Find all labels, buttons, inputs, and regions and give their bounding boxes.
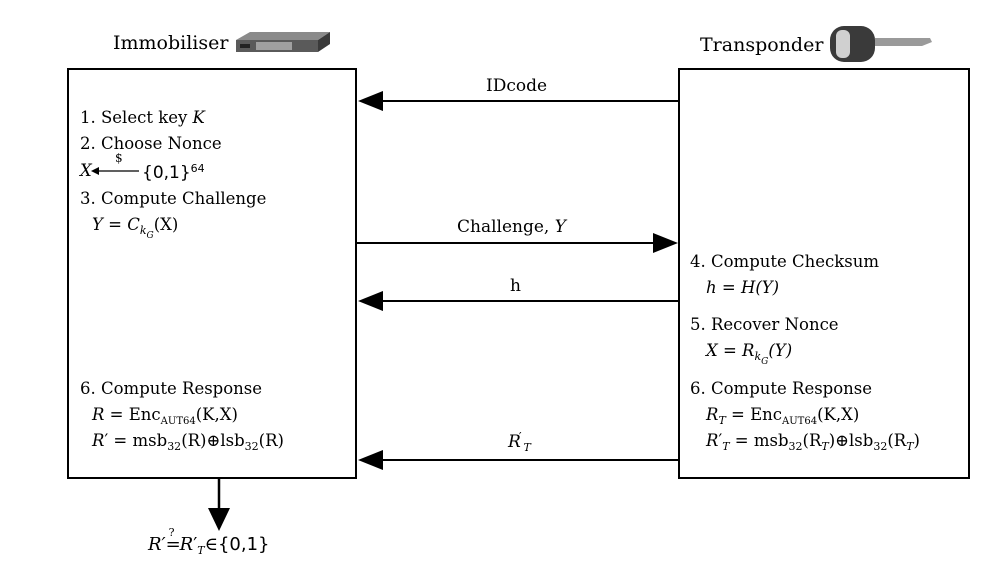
transponder-step-6: 6. Compute Response	[690, 378, 872, 400]
result-rhs-prime: ′	[193, 534, 198, 555]
nonce-var: X	[80, 161, 92, 180]
h-label: h	[510, 276, 521, 296]
resp2-op: = msb	[108, 431, 168, 450]
transponder-step-6-eq2: R′T = msb32(RT)⊕lsb32(RT)	[706, 431, 920, 453]
t-resp2-xor: )⊕lsb	[828, 431, 874, 450]
dollar-sign: $	[115, 151, 123, 165]
rt-prime: ′	[518, 430, 522, 444]
rt-arrow	[358, 450, 679, 470]
resp2-sub1: 32	[167, 440, 182, 453]
resp2-prime: ′	[104, 431, 109, 450]
transponder-step-5-eq: X = RkG(Y)	[706, 340, 793, 367]
challenge-label: Challenge, Y	[457, 217, 566, 237]
recover-arg: (Y)	[768, 341, 793, 360]
immobiliser-device-icon	[236, 32, 330, 52]
t-resp2-prime: ′	[718, 431, 723, 450]
resp-sub: AUT64	[160, 416, 196, 427]
resp-op: = Enc	[104, 405, 161, 424]
transponder-step-6-eq1: RT = EncAUT64(K,X)	[706, 404, 860, 427]
rt-var: R	[508, 432, 521, 452]
immobiliser-step-2: 2. Choose Nonce	[80, 133, 222, 155]
t-resp2-arg1: (R	[802, 431, 822, 450]
step-1-label: 1. Select key	[80, 108, 193, 127]
challenge-sub: k	[139, 224, 147, 237]
step-1-var: K	[192, 108, 205, 127]
immobiliser-step-6-eq1: R = EncAUT64(K,X)	[92, 404, 238, 427]
h-arrow	[358, 291, 679, 311]
immobiliser-step-1: 1. Select key K	[80, 107, 205, 129]
rt-sub: T	[523, 441, 531, 454]
t-resp2-sub1: 32	[788, 440, 803, 453]
resp-lhs: R	[92, 405, 105, 424]
result-equation: R′?=R′T∈{0,1}	[148, 526, 270, 557]
step-6-label: 6. Compute Response	[80, 379, 263, 398]
recover-sub: k	[754, 350, 762, 363]
challenge-text: Challenge,	[457, 217, 555, 237]
t-resp-op: = Enc	[725, 405, 783, 424]
t-resp-lhs: R	[706, 405, 719, 424]
result-eq: =	[165, 534, 181, 555]
sample-arrow	[91, 167, 139, 175]
resp2-arg1: (R)	[181, 431, 207, 450]
result-arrow	[208, 478, 230, 531]
transponder-step-4-eq: h = H(Y)	[706, 277, 779, 299]
t-resp2-lhs: R	[706, 431, 719, 450]
challenge-op: =	[102, 215, 128, 234]
t-resp-sub2: AUT64	[782, 416, 818, 427]
resp2-lsb: lsb	[220, 431, 245, 450]
result-lhs: R′	[148, 534, 166, 555]
t-resp-sub: T	[718, 414, 726, 427]
rt-label: R′T	[508, 430, 531, 454]
immobiliser-step-6-eq2: R′ = msb32(R)⊕lsb32(R)	[92, 430, 284, 452]
transponder-step-5: 5. Recover Nonce	[690, 314, 839, 336]
nonce-set: {0,1}64	[142, 162, 205, 184]
immobiliser-step-6: 6. Compute Response	[80, 378, 262, 400]
challenge-fn: C	[127, 215, 140, 234]
transponder-title: Transponder	[700, 34, 824, 56]
step-2-label: 2. Choose Nonce	[80, 134, 222, 153]
result-in: ∈	[204, 534, 218, 555]
challenge-subsub: G	[146, 231, 154, 241]
resp2-arg2: (R)	[258, 431, 284, 450]
resp-args: (K,X)	[195, 405, 238, 424]
step-3-label: 3. Compute Challenge	[80, 189, 267, 208]
challenge-lhs: Y	[92, 215, 103, 234]
car-key-icon	[830, 26, 932, 62]
transponder-step-4: 4. Compute Checksum	[690, 251, 879, 273]
checksum-eq: h = H(Y)	[706, 278, 780, 297]
resp2-lhs: R	[92, 431, 105, 450]
t-resp2-arg2sub: T	[906, 440, 914, 453]
t-resp2-arg1sub: T	[821, 440, 829, 453]
challenge-arg: (X)	[153, 215, 179, 234]
resp2-xor: ⊕	[206, 431, 221, 450]
immobiliser-box	[67, 68, 357, 479]
t-resp2-sub2: 32	[873, 440, 888, 453]
idcode-arrow	[358, 91, 679, 111]
t-resp2-op: = msb	[729, 431, 789, 450]
challenge-var: Y	[554, 217, 566, 237]
resp2-sub2: 32	[244, 440, 259, 453]
step-4-label: 4. Compute Checksum	[690, 252, 880, 271]
t-resp-args: (K,X)	[817, 405, 860, 424]
t-step-6-label: 6. Compute Response	[690, 379, 873, 398]
result-rhs-sub: T	[197, 544, 205, 557]
immobiliser-step-3: 3. Compute Challenge	[80, 188, 266, 210]
step-5-label: 5. Recover Nonce	[690, 315, 839, 334]
t-resp2-arg2: (R	[887, 431, 907, 450]
nonce-exp: 64	[190, 162, 205, 175]
result-rhs: R	[179, 534, 194, 555]
idcode-label: IDcode	[486, 76, 548, 96]
immobiliser-step-2-eq: X	[80, 160, 92, 182]
result-set: {0,1}	[217, 534, 270, 555]
transponder-box	[678, 68, 970, 479]
nonce-set-text: {0,1}	[142, 163, 191, 183]
immobiliser-step-3-eq: Y = CkG(X)	[92, 214, 179, 241]
result-q: ?	[168, 526, 175, 539]
recover-lhs: X = R	[706, 341, 755, 360]
immobiliser-title: Immobiliser	[113, 32, 229, 54]
recover-subsub: G	[761, 357, 769, 367]
t-resp2-sub: T	[722, 440, 730, 453]
challenge-arrow	[356, 233, 678, 253]
